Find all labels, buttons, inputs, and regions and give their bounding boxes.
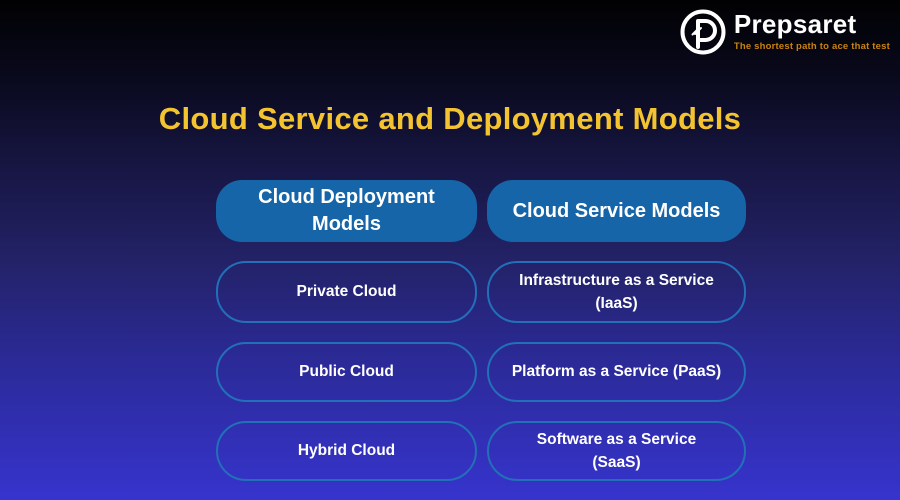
brand-name: Prepsaret [733,9,857,39]
pill-hybrid-cloud: Hybrid Cloud [216,421,477,481]
brand-logo: Prepsaret The shortest path to ace that … [679,8,890,56]
pill-iaas: Infrastructure as a Service (IaaS) [487,261,746,323]
pill-paas: Platform as a Service (PaaS) [487,342,746,402]
brand-tagline: The shortest path to ace that test [733,41,890,53]
pill-saas: Software as a Service (SaaS) [487,421,746,481]
models-grid: Cloud Deployment Models Cloud Service Mo… [216,180,747,481]
page-title: Cloud Service and Deployment Models [158,101,742,136]
pill-private-cloud: Private Cloud [216,261,477,323]
prepsaret-p-icon [679,8,727,56]
column-header-deployment: Cloud Deployment Models [216,180,477,242]
column-header-service: Cloud Service Models [487,180,746,242]
pill-public-cloud: Public Cloud [216,342,477,402]
